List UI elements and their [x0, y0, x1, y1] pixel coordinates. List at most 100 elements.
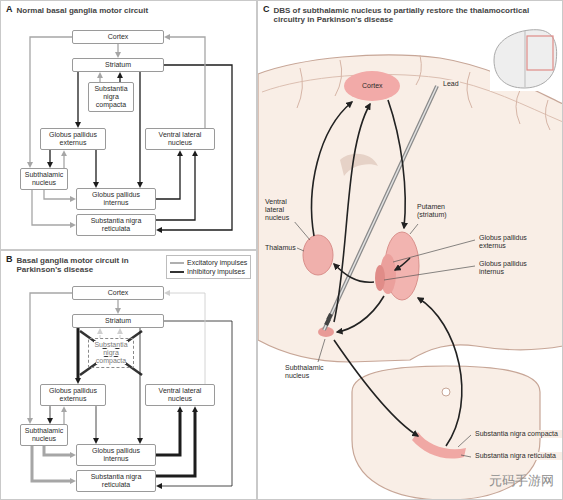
legend-line-sample: [170, 269, 184, 275]
nucleus-box: Substantia nigra reticulata: [76, 470, 156, 492]
cross-stroke: [80, 331, 142, 375]
legend-row: Excitatory impulses: [170, 258, 247, 267]
nucleus-name: Ventral lateral nucleus: [149, 131, 211, 147]
legend-box: Excitatory impulsesInhibitory impulses: [166, 255, 251, 279]
panel-letter: C: [263, 5, 270, 15]
thalamus-region: [303, 235, 333, 275]
region-label: Globus pallidus internus: [478, 260, 552, 276]
circuit-arrow: [337, 296, 384, 332]
nucleus-name: Globus pallidus internus: [80, 191, 152, 207]
leader-line: [293, 220, 310, 240]
thumbnail-brain: [494, 30, 557, 88]
nucleus-name: Cortex: [76, 289, 160, 297]
panel-heading: A Normal basal ganglia motor circuit: [6, 5, 247, 15]
excitatory-connector: [63, 410, 64, 424]
region-label: Thalamus: [264, 244, 297, 252]
substantia-nigra-region: [412, 432, 466, 458]
nucleus-box: Subthalamic nucleus: [20, 168, 68, 190]
thumbnail-midline: [525, 31, 526, 87]
nucleus-name: Substantia nigra reticulata: [80, 217, 152, 233]
loss-cross: [80, 331, 142, 375]
nucleus-name: Subthalamic nucleus: [24, 427, 64, 443]
region-label: Substantia nigra compacta: [474, 430, 562, 438]
nucleus-box: Subthalamic nucleus: [20, 424, 68, 446]
inhibitory-connector: [156, 410, 180, 455]
region-label: Substantia nigra reticulata: [474, 452, 562, 460]
excitatory-connector: [32, 446, 72, 481]
excitatory-connector: [168, 293, 205, 384]
leader-line: [461, 455, 471, 457]
panel-title: DBS of subthalamic nucleus to partially …: [274, 5, 536, 24]
circuit-arrow: [334, 104, 370, 322]
inhibitory-connector: [77, 328, 80, 380]
legend-line-sample: [170, 260, 184, 266]
cross-stroke: [80, 331, 142, 375]
thumbnail-ground: [490, 27, 558, 91]
region-label: Globus pallidus externus: [478, 234, 552, 250]
nucleus-name: Globus pallidus externus: [44, 387, 102, 403]
nucleus-name: Striatum: [76, 317, 160, 325]
lead-contacts: [326, 314, 331, 325]
nucleus-name: Subthalamic nucleus: [24, 171, 64, 187]
figure-panel: A Normal basal ganglia motor circuitCorte…: [0, 0, 257, 250]
excitatory-connector: [32, 190, 72, 225]
nucleus-box: Substantia nigra compacta: [88, 82, 134, 112]
watermark: 元码手游网: [488, 474, 555, 489]
circuit-arrow: [334, 264, 374, 282]
panel-letter: B: [6, 255, 13, 265]
leader-line: [393, 240, 475, 262]
inhibitory-connector: [77, 72, 78, 124]
excitatory-connector: [117, 300, 118, 310]
nucleus-box: Striatum: [72, 314, 164, 328]
nucleus-name: Globus pallidus externus: [44, 131, 102, 147]
legend-row: Inhibitory impulses: [170, 267, 247, 276]
panel-heading: BBasal ganglia motor circuit in Parkinso…: [6, 255, 145, 274]
legend-line: [170, 262, 184, 264]
inhibitory-connector: [50, 406, 51, 420]
nucleus-box: Ventral lateral nucleus: [145, 128, 215, 150]
nucleus-name: Substantia nigra compacta: [94, 341, 127, 364]
nucleus-name: Globus pallidus internus: [80, 447, 152, 463]
thumbnail-highlight: [527, 36, 553, 70]
inhibitory-connector: [96, 406, 97, 440]
panel-letter: A: [6, 5, 13, 15]
nucleus-name: Substantia nigra reticulata: [80, 473, 152, 489]
nucleus-box: Cortex: [72, 30, 164, 44]
leader-line: [318, 339, 325, 362]
globus-pallidus-internus-region: [375, 265, 385, 291]
region-label: Ventral lateral nucleus: [264, 198, 306, 222]
nucleus-name: Ventral lateral nucleus: [149, 387, 211, 403]
nucleus-box: Cortex: [72, 286, 164, 300]
region-label: Cortex: [361, 82, 384, 90]
leader-line: [458, 435, 471, 447]
excitatory-connector: [63, 154, 64, 168]
leader-lines: [293, 220, 475, 457]
legend-line: [170, 271, 184, 273]
inhibitory-connector: [49, 150, 50, 164]
leader-line: [384, 266, 475, 280]
circuit-arrow: [312, 102, 352, 236]
nucleus-box: Globus pallidus externus: [40, 128, 106, 150]
figure-panel: BBasal ganglia motor circuit in Parkinso…: [0, 250, 257, 500]
nucleus-box: Striatum: [72, 58, 164, 72]
aqueduct: [442, 388, 450, 396]
lost-nucleus-box: Substantia nigra compacta: [88, 338, 134, 368]
nucleus-box: Ventral lateral nucleus: [145, 384, 215, 406]
leader-line: [297, 248, 304, 251]
nucleus-name: Striatum: [76, 61, 160, 69]
inhibitory-connector: [156, 410, 195, 476]
circuit-arrow: [418, 298, 462, 446]
excitatory-connector: [44, 190, 72, 199]
hemisphere-outline: [258, 55, 563, 362]
nucleus-name: Cortex: [76, 33, 160, 41]
region-label: Subthalamic nucleus: [284, 364, 342, 380]
excitatory-connector: [168, 37, 205, 128]
panel-title: Normal basal ganglia motor circuit: [17, 5, 247, 15]
leader-line: [410, 224, 418, 234]
panel-heading: C DBS of subthalamic nucleus to partially…: [263, 5, 536, 24]
nucleus-box: Globus pallidus internus: [76, 444, 156, 466]
excitatory-connector: [117, 44, 118, 54]
legend-text: Excitatory impulses: [187, 258, 247, 267]
inhibitory-connector: [95, 150, 96, 184]
circuit-arrow: [334, 340, 418, 436]
